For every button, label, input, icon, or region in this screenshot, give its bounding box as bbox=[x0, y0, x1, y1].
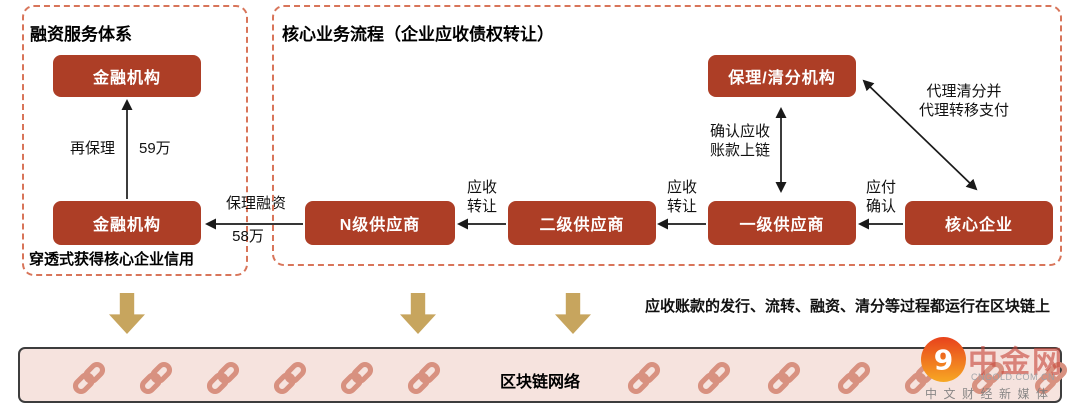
blockchain-network-label: 区块链网络 bbox=[499, 374, 580, 391]
financing-panel-title: 融资服务体系 bbox=[30, 25, 132, 44]
supplier-n-box: N级供应商 bbox=[305, 201, 455, 245]
agency-clearing-label: 代理清分并 代理转移支付 bbox=[918, 83, 1009, 119]
penetrate-credit-caption: 穿透式获得核心企业信用 bbox=[29, 251, 195, 268]
blockchain-note: 应收账款的发行、流转、融资、清分等过程都运行在区块链上 bbox=[645, 298, 1051, 315]
down-arrow-left bbox=[109, 293, 145, 334]
factoring-financing-label: 保理融资 bbox=[225, 195, 286, 212]
receivable-transfer-label-1: 应收 转让 bbox=[466, 179, 497, 215]
cngold-logo-name: 中金网 bbox=[968, 346, 1064, 379]
core-enterprise-box: 核心企业 bbox=[905, 201, 1053, 245]
cngold-logo: 9 中金网 CNGOLD.COM.CN 中文财经新媒体 bbox=[920, 334, 1070, 406]
core-process-title: 核心业务流程（企业应收债权转让） bbox=[282, 25, 554, 44]
financial-institution-top-box: 金融机构 bbox=[53, 55, 201, 97]
amount-58-label: 58万 bbox=[232, 228, 264, 245]
chain-link-icon bbox=[272, 360, 308, 396]
down-arrow-right bbox=[555, 293, 591, 334]
chain-link-icon bbox=[71, 360, 107, 396]
chain-link-icon bbox=[339, 360, 375, 396]
confirm-receivable-on-chain-label: 确认应收 账款上链 bbox=[709, 123, 770, 159]
re-factoring-label: 再保理 bbox=[70, 140, 116, 157]
svg-text:9: 9 bbox=[934, 344, 953, 377]
chain-link-icon bbox=[205, 360, 241, 396]
chain-link-icon bbox=[766, 360, 802, 396]
core-process-panel bbox=[272, 5, 1062, 266]
cngold-logo-domain: CNGOLD.COM.CN bbox=[971, 372, 1056, 382]
payable-confirm-label: 应付 确认 bbox=[865, 179, 896, 215]
chain-link-icon bbox=[406, 360, 442, 396]
blockchain-network-bar bbox=[18, 347, 1062, 403]
supplier-2-box: 二级供应商 bbox=[508, 201, 656, 245]
chain-link-icon bbox=[626, 360, 662, 396]
financing-service-panel bbox=[22, 5, 248, 276]
down-arrow-middle bbox=[400, 293, 436, 334]
chain-link-icon bbox=[138, 360, 174, 396]
cngold-logo-icon: 9 bbox=[921, 337, 966, 382]
financial-institution-bottom-box: 金融机构 bbox=[53, 201, 201, 245]
supplier-1-box: 一级供应商 bbox=[708, 201, 856, 245]
chain-link-icon bbox=[836, 360, 872, 396]
cngold-logo-tagline: 中文财经新媒体 bbox=[925, 387, 1055, 401]
factoring-clearing-box: 保理/清分机构 bbox=[708, 55, 856, 97]
chain-link-icon bbox=[696, 360, 732, 396]
amount-59-label: 59万 bbox=[139, 140, 171, 157]
receivable-transfer-label-2: 应收 转让 bbox=[666, 179, 697, 215]
